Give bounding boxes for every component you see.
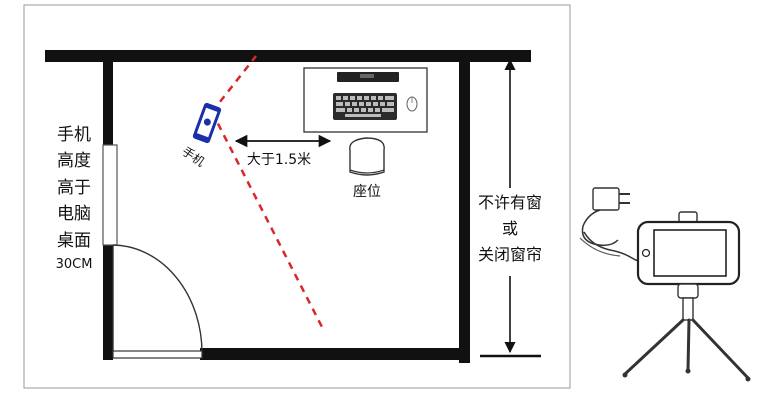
phone-height-line-3: 高于 [57,178,91,198]
seat-label: 座位 [353,184,381,200]
phone-height-line-2: 高度 [57,151,91,171]
window-note: 不许有窗 或 关闭窗帘 [478,193,542,264]
left-wall-upper [103,50,113,145]
computer-desk [303,67,428,133]
left-wall-lower [103,245,113,360]
phone-height-line-4: 电脑 [57,204,91,224]
tripod-phone-icon [622,211,751,382]
window-line-3: 关闭窗帘 [478,245,542,264]
right-wall [459,50,470,363]
phone-icon [192,102,222,144]
phone-height-line-6: 30CM [56,257,93,272]
distance-label: 大于1.5米 [247,152,311,168]
left-window [102,144,118,246]
bottom-wall [200,348,470,360]
door [112,244,203,359]
camera-sight-line-down [210,111,324,328]
phone-height-line-5: 桌面 [57,231,91,251]
keyboard-icon [333,93,397,120]
window-line-2: 或 [502,219,518,238]
mouse-icon [406,96,418,112]
monitor-icon [337,72,399,82]
chair-icon [349,137,385,176]
window-line-1: 不许有窗 [478,193,542,212]
phone-height-note: 手机 高度 高于 电脑 桌面 30CM [56,125,93,272]
phone-height-line-1: 手机 [57,125,91,145]
top-wall [45,50,531,62]
room-walls [45,50,531,363]
